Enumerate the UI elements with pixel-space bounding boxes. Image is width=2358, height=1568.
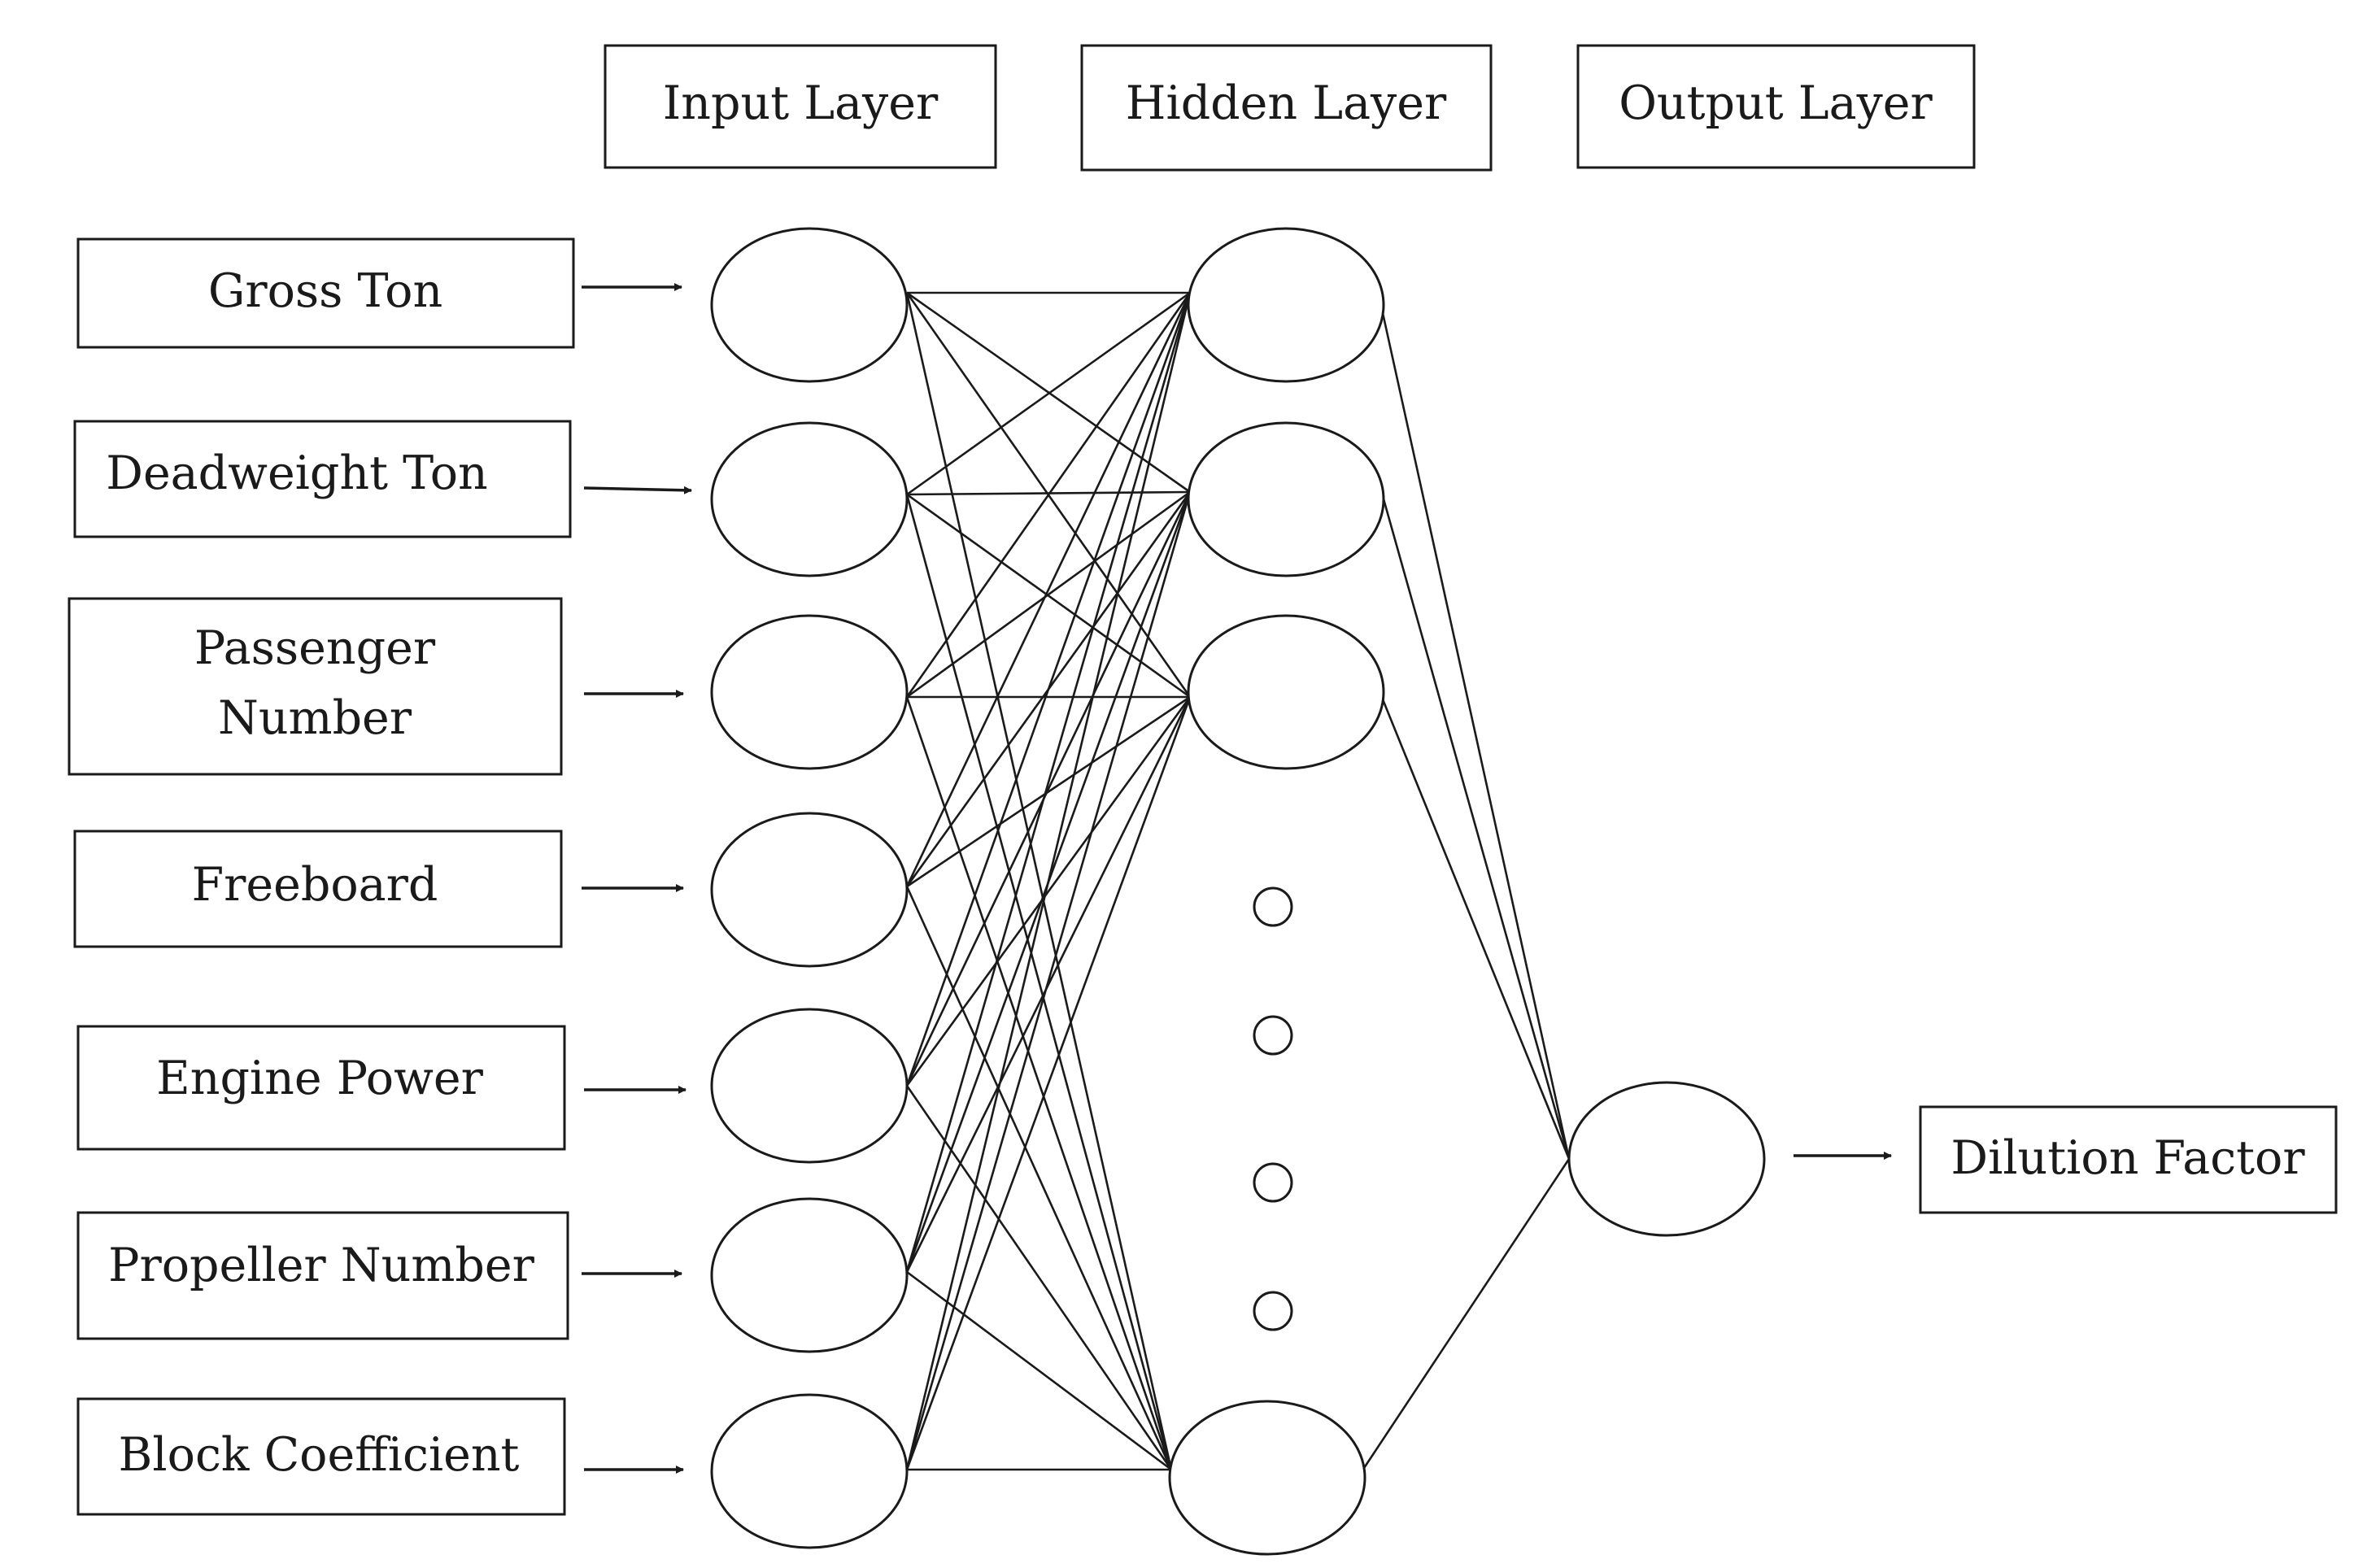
input-hidden-connection [905,292,1192,887]
hidden-layer-nodes [1168,227,1385,1556]
input-box-deadweight-ton: Deadweight Ton [73,420,572,538]
input-layer-title-text: Input Layer [663,76,939,130]
input-label: Deadweight Ton [106,446,488,500]
input-label: Block Coefficient [119,1428,520,1482]
hidden-layer-title: Hidden Layer [1080,44,1493,172]
output-layer-title-text: Output Layer [1619,76,1933,130]
input-hidden-connection [905,292,1192,698]
input-label: Engine Power [156,1052,483,1105]
input-hidden-connection [906,695,1191,888]
hidden-layer-title-text: Hidden Layer [1126,76,1447,130]
input-box-freeboard: Freeboard [73,830,563,948]
output-layer-title: Output Layer [1576,44,1976,169]
input-hidden-connection [905,494,1173,1470]
hidden-node [1168,1400,1366,1556]
input-node [710,1197,909,1353]
input-layer-nodes [710,227,909,1549]
hidden-output-connection [1362,1158,1571,1469]
connections [905,291,1571,1471]
ellipsis-dot [1253,1162,1293,1203]
input-hidden-connection [906,291,1191,496]
input-hidden-connection [905,292,1173,1470]
input-node [710,1393,909,1549]
hidden-ellipsis [1253,886,1293,1331]
input-node [710,614,909,770]
input-box-engine-power: Engine Power [76,1025,566,1151]
input-node [710,421,909,577]
input-hidden-connection [905,292,1192,1087]
input-layer-title: Input Layer [604,44,997,169]
output-label: Dilution Factor [1950,1131,2305,1185]
input-node [710,227,909,383]
input-box-propeller-number: Propeller Number [76,1211,569,1340]
hidden-output-connection [1381,312,1571,1160]
input-node [710,812,909,968]
input-hidden-connection [905,696,1192,1470]
ellipsis-dot [1253,886,1293,927]
hidden-node [1187,227,1385,383]
input-hidden-connection [906,490,1191,699]
hidden-node [1187,614,1385,770]
input-label: Gross Ton [208,264,442,318]
input-hidden-connection [905,491,1192,1470]
input-node [710,1008,909,1164]
input-arrow [583,486,692,494]
input-hidden-connection [905,292,1192,1273]
output-node [1567,1081,1766,1237]
input-hidden-connection [905,491,1192,1087]
input-hidden-connection [905,696,1192,1087]
input-box-gross-ton: Gross Ton [76,237,575,349]
input-hidden-connection [906,1270,1172,1471]
ellipsis-dot [1253,1291,1293,1331]
input-arrows [582,283,692,1474]
input-hidden-connection [905,886,1173,1470]
output-box-dilution-factor: Dilution Factor [1919,1105,2338,1214]
input-box-block-coefficient: Block Coefficient [76,1397,566,1516]
hidden-node [1187,421,1385,577]
hidden-output-connection [1381,495,1571,1160]
ellipsis-dot [1253,1015,1293,1056]
input-hidden-connection [905,1085,1173,1470]
hidden-output-connection [1381,699,1571,1160]
input-hidden-connection [905,292,1192,1470]
input-label: Freeboard [192,858,438,912]
input-label: Propeller Number [108,1239,535,1292]
